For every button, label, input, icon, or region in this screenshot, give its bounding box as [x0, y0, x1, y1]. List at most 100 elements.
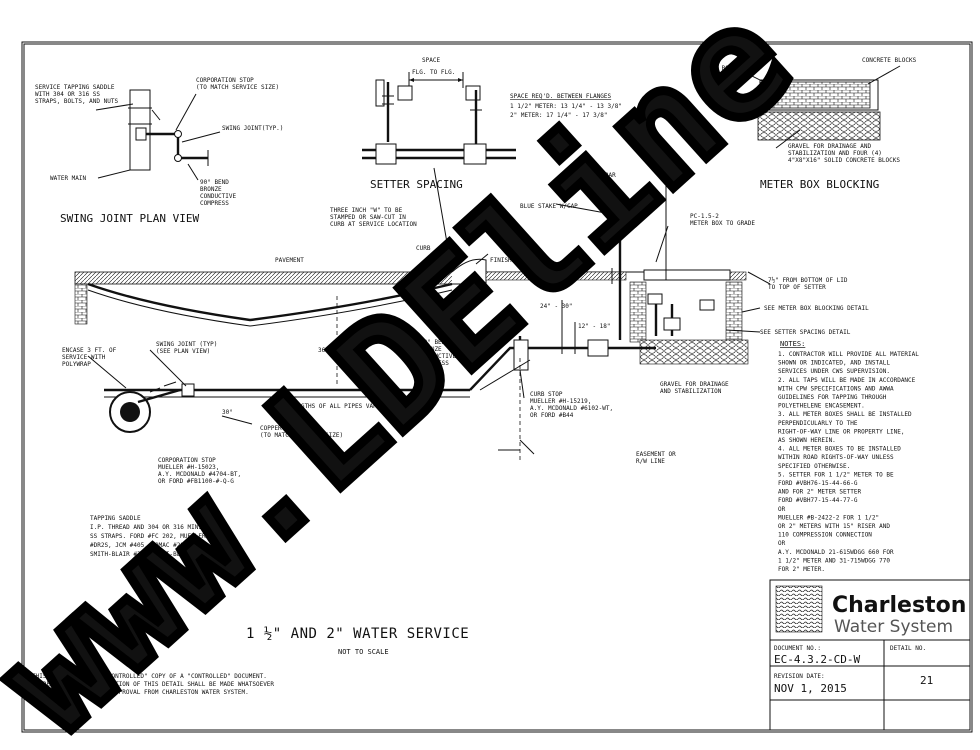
note-line: WITHIN ROAD RIGHTS-OF-WAY UNLESS: [778, 454, 894, 461]
lengths-label: LENGTHS OF ALL PIPES VARY: [290, 403, 381, 410]
curb-stop-label-4: OR FORD #B44: [530, 412, 574, 419]
doc-no: EC-4.3.2-CD-W: [774, 653, 860, 666]
note-line: 2. ALL TAPS WILL BE MADE IN ACCORDANCE: [778, 377, 916, 384]
see-meter-box-label: SEE METER BOX BLOCKING DETAIL: [764, 305, 869, 312]
note-line: OR: [778, 540, 786, 547]
note-line: 1. CONTRACTOR WILL PROVIDE ALL MATERIAL: [778, 351, 919, 358]
note-line: FOR 2" METER.: [778, 566, 825, 573]
tapping-saddle-5: SMITH-BLAIR #317 FLEXI-BLUE: [90, 551, 188, 558]
swing-joint-typ-1: SWING JOINT (TYP): [156, 341, 217, 348]
space-req-title: SPACE REQ'D. BETWEEN FLANGES: [510, 93, 612, 100]
notes-block: NOTES: 1. CONTRACTOR WILL PROVIDE ALL MA…: [778, 340, 919, 573]
brand-name-1: Charleston: [832, 593, 966, 618]
three-inch-label-1: THREE INCH "W" TO BE: [330, 207, 403, 214]
encase-label-1: ENCASE 3 FT. OF: [62, 347, 117, 354]
note-line: FORD #VBH76-15-44-66-G: [778, 480, 858, 487]
three-inch-label-2: STAMPED OR SAW-CUT IN: [330, 214, 406, 221]
tapping-saddle-4: #DR2S, JCM #405, ROMAC #202N, OR: [90, 542, 206, 549]
note-line: OR 2" METERS WITH 15" RISER AND: [778, 523, 890, 530]
swing-joint-title: SWING JOINT PLAN VIEW: [60, 212, 199, 225]
scale-note: NOT TO SCALE: [338, 648, 389, 656]
from-bottom-label-2: TO TOP OF SETTER: [768, 284, 826, 291]
water-main-label: WATER MAIN: [50, 175, 87, 182]
note-line: GUIDELINES FOR TAPPING THROUGH: [778, 394, 887, 401]
blue-stake-label: BLUE STAKE W/CAP: [520, 203, 578, 210]
corp-stop-label-2: (TO MATCH SERVICE SIZE): [196, 84, 279, 91]
service-section-view: NO. 4 REBAR BLUE STAKE W/CAP PC-1.5-2 ME…: [62, 167, 869, 558]
angle-label: 30°: [222, 409, 233, 416]
from-bottom-label-1: 7½" FROM BOTTOM OF LID: [768, 277, 848, 284]
main-title: 1 ½" AND 2" WATER SERVICE: [246, 626, 469, 642]
encase-label-2: SERVICE WITH: [62, 354, 106, 361]
bend-label-1: 90° BEND: [200, 179, 229, 186]
bend-label-3: CONDUCTIVE: [200, 193, 237, 200]
pc-label-2: METER BOX TO GRADE: [690, 220, 755, 227]
detail-no-label: DETAIL NO.: [890, 645, 926, 652]
flg-label: FLG. TO FLG.: [412, 69, 455, 76]
gravel-label-1: GRAVEL FOR DRAINAGE AND: [788, 143, 871, 150]
dim-36-48: 36" TO 48": [318, 347, 354, 354]
rev-date-label: REVISION DATE:: [774, 673, 825, 680]
rebar-label: NO. 4 REBAR: [576, 172, 616, 179]
corporation-stop-3: A.Y. MCDONALD #4704-BT,: [158, 471, 241, 478]
curb-stop-label-3: A.Y. MCDONALD #6102-WT,: [530, 405, 613, 412]
dim-24-30: 24" - 30": [540, 303, 573, 310]
finished-grade-label: FINISHED GRADE: [490, 257, 541, 264]
saddle-label-3: STRAPS, BOLTS, AND NUTS: [35, 98, 118, 105]
gravel-label-3: 4"X8"X16" SOLID CONCRETE BLOCKS: [788, 157, 900, 164]
tapping-saddle-3: SS STRAPS. FORD #FC 202, MUELLER: [90, 533, 206, 540]
cws-logo: [775, 585, 823, 633]
note-line: PERPENDICULARLY TO THE: [778, 420, 858, 427]
dim-12-18: 12" - 18": [578, 323, 611, 330]
corporation-stop-4: OR FORD #FB1100-#-Q-G: [158, 478, 234, 485]
easement-label-2: R/W LINE: [636, 458, 665, 465]
notes-lines: 1. CONTRACTOR WILL PROVIDE ALL MATERIAL …: [778, 351, 919, 573]
curb-label: CURB: [416, 245, 431, 252]
curb-stop-label-1: CURB STOP: [530, 391, 563, 398]
swing-joint-typ-2: (SEE PLAN VIEW): [156, 348, 210, 355]
gravel-label-2: STABILIZATION AND FOUR (4): [788, 150, 882, 157]
notes-heading: NOTES:: [780, 340, 805, 348]
disclaimer-3: WITHOUT PRIOR WRITTEN APPROVAL FROM CHAR…: [32, 689, 249, 696]
note-line: FORD #VBH77-15-44-77-G: [778, 497, 858, 504]
setter-spacing-detail: SPACE FLG. TO FLG. SETTER SPACING SPACE …: [362, 57, 622, 191]
note-line: AND FOR 2" METER SETTER: [778, 489, 861, 496]
note-line: 3. ALL METER BOXES SHALL BE INSTALLED: [778, 411, 912, 418]
see-setter-label: SEE SETTER SPACING DETAIL: [760, 329, 851, 336]
bend90-label-1: 90° BEND: [420, 339, 449, 346]
corporation-stop-2: MUELLER #H-15023,: [158, 464, 219, 471]
bend-label-2: BRONZE: [200, 186, 222, 193]
note-line: POLYETHELENE ENCASEMENT.: [778, 403, 865, 410]
note-line: SERVICES UNDER CWS SUPERVISION.: [778, 368, 890, 375]
detail-no: 21: [920, 674, 933, 687]
gravel-drain-label-1: GRAVEL FOR DRAINAGE: [660, 381, 729, 388]
bend-label-4: COMPRESS: [200, 200, 229, 207]
note-line: SPECIFIED OTHERWISE.: [778, 463, 850, 470]
note-line: 1 1/2" METER AND 31-715WDGG 770: [778, 557, 890, 564]
note-line: 4. ALL METER BOXES TO BE INSTALLED: [778, 446, 901, 453]
brand-name-2: Water System: [834, 617, 953, 637]
pc-label-1: PC-1.5-2: [690, 213, 719, 220]
tapping-saddle-2: I.P. THREAD AND 304 OR 316 MINIMUM: [90, 524, 213, 531]
note-line: 110 COMPRESSION CONNECTION: [778, 532, 872, 539]
copper-label-1: COPPER (TYPE K): [260, 425, 314, 432]
pavement-label: PAVEMENT: [275, 257, 304, 264]
note-line: SHOWN OR INDICATED, AND INSTALL: [778, 360, 890, 367]
space-req-2: 2" METER: 17 1/4" - 17 3/8": [510, 112, 608, 119]
disclaimer-1: THIS DETAIL IS AN "UNCONTROLLED" COPY OF…: [32, 673, 267, 680]
setter-spacing-title: SETTER SPACING: [370, 178, 463, 191]
sheet-border: [21, 41, 973, 733]
saddle-label-2: WITH 304 OR 316 SS: [35, 91, 100, 98]
note-line: WITH CPW SPECIFICATIONS AND AWWA: [778, 385, 894, 392]
swing-joint-plan-view: SERVICE TAPPING SADDLE WITH 304 OR 316 S…: [35, 77, 283, 225]
bend90-label-4: COMPRESS: [420, 360, 449, 367]
swing-joint-label: SWING JOINT(TYP.): [222, 125, 283, 132]
easement-label-1: EASEMENT OR: [636, 451, 676, 458]
meter-box-blocking-title: METER BOX BLOCKING: [760, 178, 879, 191]
space-req-1: 1 1/2" METER: 13 1/4" - 13 3/8": [510, 103, 622, 110]
note-line: AS SHOWN HEREIN.: [778, 437, 836, 444]
concrete-blocks-label: CONCRETE BLOCKS: [862, 57, 917, 64]
sheet-inner-border: [23, 43, 971, 731]
note-line: RIGHT-OF-WAY LINE OR PROPERTY LINE,: [778, 428, 904, 435]
